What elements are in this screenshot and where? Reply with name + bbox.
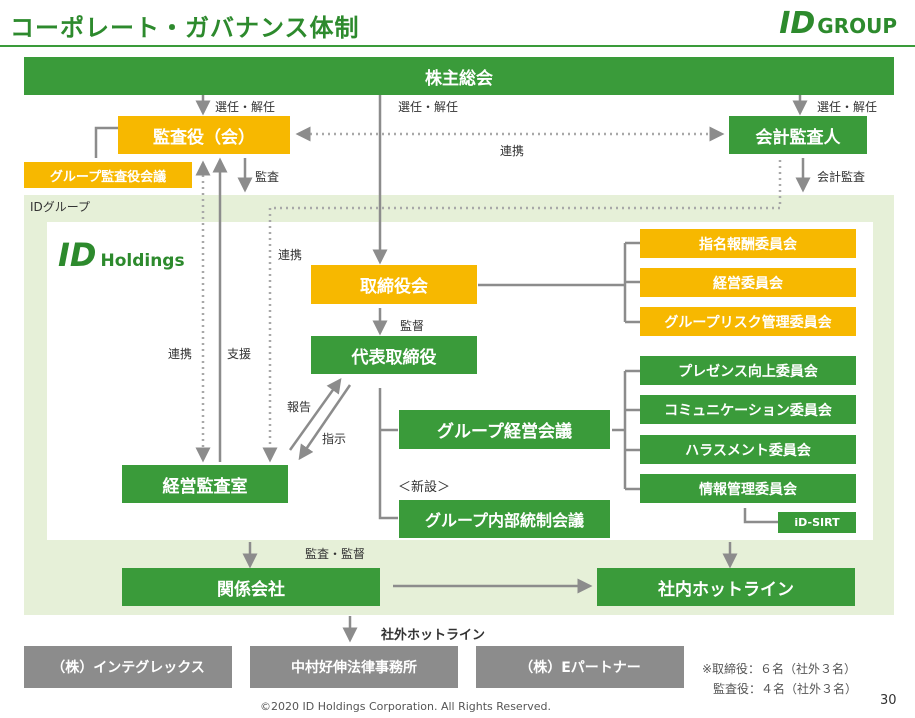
- internal-hotline-box: 社内ホットライン: [597, 568, 855, 606]
- label-elect-left: 選任・解任: [215, 100, 276, 114]
- group-logo-id: ID: [779, 6, 816, 41]
- committee-information: 情報管理委員会: [640, 474, 856, 503]
- committee-risk: グループリスク管理委員会: [640, 307, 856, 336]
- committee-communication: コミュニケーション委員会: [640, 395, 856, 424]
- holdings-logo-id: ID: [58, 236, 97, 274]
- label-account-audit: 会計監査: [817, 170, 866, 184]
- label-elect-center: 選任・解任: [398, 100, 459, 114]
- note-directors: ※取締役：６名（社外３名）: [702, 662, 857, 676]
- holdings-logo: ID Holdings: [58, 236, 185, 274]
- label-coop-left: 連携: [168, 347, 193, 361]
- shareholders-meeting-box: 株主総会: [24, 57, 894, 95]
- label-supervise: 監督: [400, 319, 425, 333]
- idsirt-box: iD-SIRT: [778, 512, 856, 533]
- page-number: 30: [880, 693, 897, 708]
- group-internal-control-box: グループ内部統制会議: [399, 500, 610, 538]
- external-law-office-box: 中村好伸法律事務所: [250, 646, 458, 688]
- label-audit: 監査: [255, 170, 280, 184]
- group-mgmt-meeting-box: グループ経営会議: [399, 410, 610, 449]
- label-coop-top: 連携: [500, 144, 525, 158]
- label-report: 報告: [287, 400, 312, 414]
- committee-harassment: ハラスメント委員会: [640, 435, 856, 464]
- committee-presence: プレゼンス向上委員会: [640, 356, 856, 385]
- label-audit-supervise: 監査・監督: [305, 547, 366, 561]
- label-elect-right: 選任・解任: [817, 100, 878, 114]
- header-divider: [0, 45, 915, 47]
- board-box: 取締役会: [311, 265, 477, 304]
- note-auditors: 監査役：４名（社外３名）: [713, 682, 858, 696]
- accounting-auditor-box: 会計監査人: [729, 116, 867, 154]
- affiliates-box: 関係会社: [122, 568, 380, 606]
- group-auditor-council-box: グループ監査役会議: [24, 162, 192, 188]
- label-coop-mid: 連携: [278, 248, 303, 262]
- president-box: 代表取締役: [311, 336, 477, 374]
- group-logo: ID GROUP: [779, 6, 897, 41]
- label-support: 支援: [227, 347, 252, 361]
- group-logo-text: GROUP: [817, 14, 897, 38]
- footer-copyright: ©2020 ID Holdings Corporation. All Right…: [260, 700, 551, 713]
- external-integrex-box: （株）インテグレックス: [24, 646, 232, 688]
- label-new: ＜新設＞: [398, 480, 451, 495]
- internal-audit-box: 経営監査室: [122, 465, 288, 503]
- id-group-label: IDグループ: [30, 200, 91, 214]
- committee-management: 経営委員会: [640, 268, 856, 297]
- label-instruct: 指示: [322, 432, 347, 446]
- page-title: コーポレート・ガバナンス体制: [10, 14, 360, 42]
- label-external-hotline: 社外ホットライン: [381, 628, 486, 643]
- external-epartner-box: （株）Eパートナー: [476, 646, 684, 688]
- holdings-logo-text: Holdings: [100, 251, 185, 271]
- auditors-box: 監査役（会）: [118, 116, 290, 154]
- committee-nomination: 指名報酬委員会: [640, 229, 856, 258]
